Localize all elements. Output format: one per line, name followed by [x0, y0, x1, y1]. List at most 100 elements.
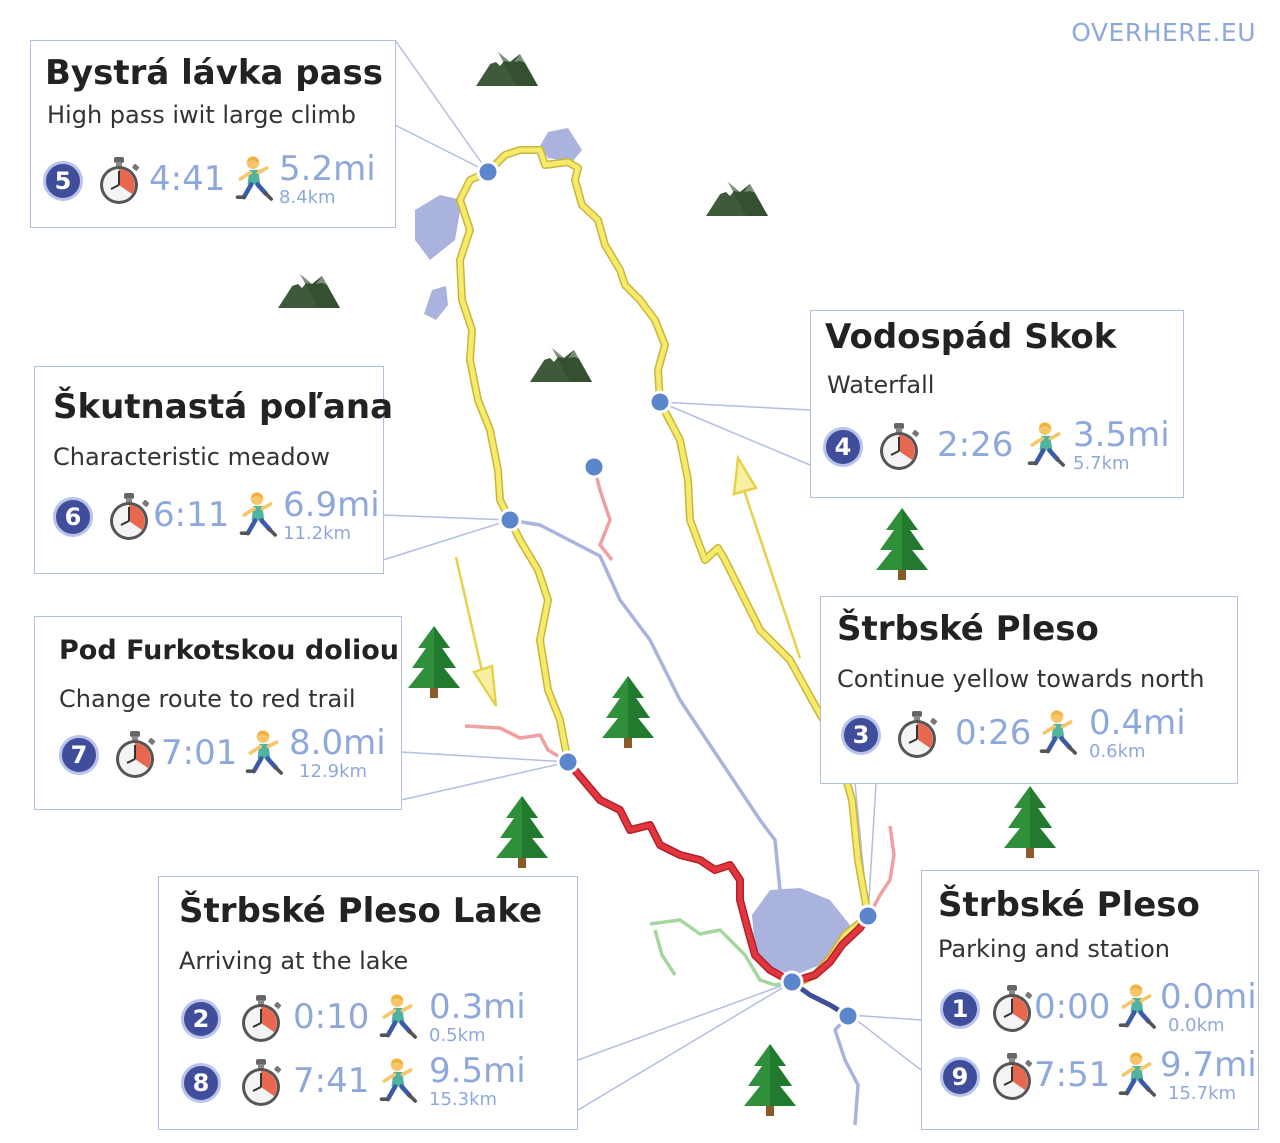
distance-miles: 0.3mi: [429, 987, 526, 1027]
stopwatch-icon: [992, 1053, 1034, 1101]
evergreen-tree-icon: [408, 626, 460, 698]
person-running-icon: [1116, 981, 1156, 1033]
card-strbske-north[interactable]: Štrbské Pleso Continue yellow towards no…: [820, 596, 1238, 784]
distance-km: 0.5km: [429, 1025, 486, 1046]
stop-number-badge: 9: [940, 1057, 980, 1097]
evergreen-tree-icon: [1004, 786, 1056, 858]
marker-furkotska[interactable]: [556, 750, 580, 774]
distance-km: 8.4km: [279, 187, 336, 208]
stopwatch-icon: [109, 493, 151, 541]
card-title: Štrbské Pleso: [938, 885, 1200, 925]
distance-km: 0.0km: [1168, 1015, 1225, 1036]
stat-row: 7 7:01 8.0mi 12.9km: [59, 723, 419, 783]
distance-km: 5.7km: [1073, 453, 1130, 474]
elapsed-time: 0:00: [1034, 987, 1111, 1027]
blue-trail-south: [833, 1014, 860, 1126]
stop-number-badge: 2: [181, 999, 221, 1039]
direction-arrow-down: [454, 556, 498, 707]
card-subtitle: Arriving at the lake: [179, 947, 409, 975]
stop-number-badge: 1: [940, 989, 980, 1029]
marker-parking[interactable]: [836, 1004, 860, 1028]
elapsed-time: 7:51: [1034, 1055, 1111, 1095]
mountain-icon: [530, 348, 592, 382]
stat-row: 9 7:51 9.7mi 15.7km: [940, 1045, 1280, 1105]
pink-trail-left: [464, 724, 569, 764]
card-furkotska[interactable]: Pod Furkotskou doliou Change route to re…: [34, 616, 402, 810]
card-subtitle: Change route to red trail: [59, 685, 356, 713]
marker-skutnasta[interactable]: [498, 508, 522, 532]
card-title: Štrbské Pleso: [837, 609, 1099, 649]
stopwatch-icon: [897, 711, 939, 759]
distance-miles: 8.0mi: [289, 723, 386, 763]
person-running-icon: [237, 489, 277, 541]
tarn-top: [540, 128, 582, 162]
stat-row: 4 2:26 3.5mi 5.7km: [823, 415, 1183, 475]
elapsed-time: 0:26: [955, 713, 1032, 753]
marker-strbske-north[interactable]: [856, 904, 880, 928]
blue-trail: [509, 518, 782, 891]
card-subtitle: High pass iwit large climb: [47, 101, 356, 129]
elapsed-time: 6:11: [153, 495, 230, 535]
person-running-icon: [1025, 419, 1065, 471]
mountain-icon: [476, 52, 538, 86]
evergreen-tree-icon: [496, 796, 548, 868]
elapsed-time: 7:41: [293, 1061, 370, 1101]
person-running-icon: [1116, 1049, 1156, 1101]
evergreen-tree-icon: [744, 1044, 796, 1116]
stopwatch-icon: [115, 731, 157, 779]
person-running-icon: [243, 727, 283, 779]
card-skutnasta[interactable]: Škutnastá poľana Characteristic meadow 6…: [34, 366, 393, 574]
card-title: Štrbské Pleso Lake: [179, 891, 543, 931]
distance-km: 15.7km: [1168, 1083, 1237, 1104]
stopwatch-icon: [241, 1059, 283, 1107]
person-running-icon: [233, 153, 273, 205]
elapsed-time: 0:10: [293, 997, 370, 1037]
card-subtitle: Continue yellow towards north: [837, 665, 1205, 693]
card-vodospad[interactable]: Vodospád Skok Waterfall 4 2:26 3.5mi 5.7…: [810, 310, 1184, 498]
card-title: Škutnastá poľana: [53, 387, 394, 427]
pink-trail-right: [870, 825, 896, 911]
distance-miles: 0.4mi: [1089, 703, 1186, 743]
card-title: Pod Furkotskou doliou: [59, 635, 400, 666]
mountain-icon: [278, 274, 340, 308]
card-lake[interactable]: Štrbské Pleso Lake Arriving at the lake …: [158, 876, 578, 1130]
card-subtitle: Waterfall: [827, 371, 935, 399]
stat-row: 3 0:26 0.4mi 0.6km: [841, 703, 1201, 763]
distance-km: 0.6km: [1089, 741, 1146, 762]
marker-pink-end[interactable]: [582, 455, 606, 479]
marker-vodospad[interactable]: [648, 390, 672, 414]
stop-number-badge: 4: [823, 427, 863, 467]
connector-parking: [847, 1014, 922, 1071]
stat-row: 6 6:11 6.9mi 11.2km: [53, 485, 413, 545]
elapsed-time: 4:41: [149, 159, 226, 199]
person-running-icon: [377, 991, 417, 1043]
stop-number-badge: 8: [181, 1063, 221, 1103]
brand-watermark[interactable]: OVERHERE.EU: [1071, 18, 1256, 47]
evergreen-tree-icon: [876, 508, 928, 580]
stop-number-badge: 3: [841, 715, 881, 755]
green-trail: [649, 918, 791, 987]
card-parking[interactable]: Štrbské Pleso Parking and station 1 0:00…: [921, 870, 1259, 1130]
stop-number-badge: 7: [59, 735, 99, 775]
distance-miles: 6.9mi: [283, 485, 380, 525]
direction-arrow-up: [732, 454, 802, 659]
stopwatch-icon: [879, 423, 921, 471]
stat-row: 2 0:10 0.3mi 0.5km: [181, 987, 541, 1047]
distance-km: 12.9km: [299, 761, 368, 782]
stopwatch-icon: [99, 157, 141, 205]
connector-bystra: [394, 39, 489, 173]
tarn-left: [415, 195, 462, 260]
connector-furkotska: [400, 751, 569, 801]
elapsed-time: 7:01: [161, 733, 238, 773]
stopwatch-icon: [241, 995, 283, 1043]
card-title: Vodospád Skok: [825, 317, 1117, 357]
marker-bystra[interactable]: [476, 160, 500, 184]
evergreen-tree-icon: [602, 676, 654, 748]
distance-miles: 9.7mi: [1160, 1045, 1257, 1085]
distance-miles: 5.2mi: [279, 149, 376, 189]
lake-strbske: [752, 888, 850, 975]
stat-row: 8 7:41 9.5mi 15.3km: [181, 1051, 541, 1111]
card-bystra[interactable]: Bystrá lávka pass High pass iwit large c…: [30, 40, 396, 228]
marker-lake[interactable]: [780, 970, 804, 994]
